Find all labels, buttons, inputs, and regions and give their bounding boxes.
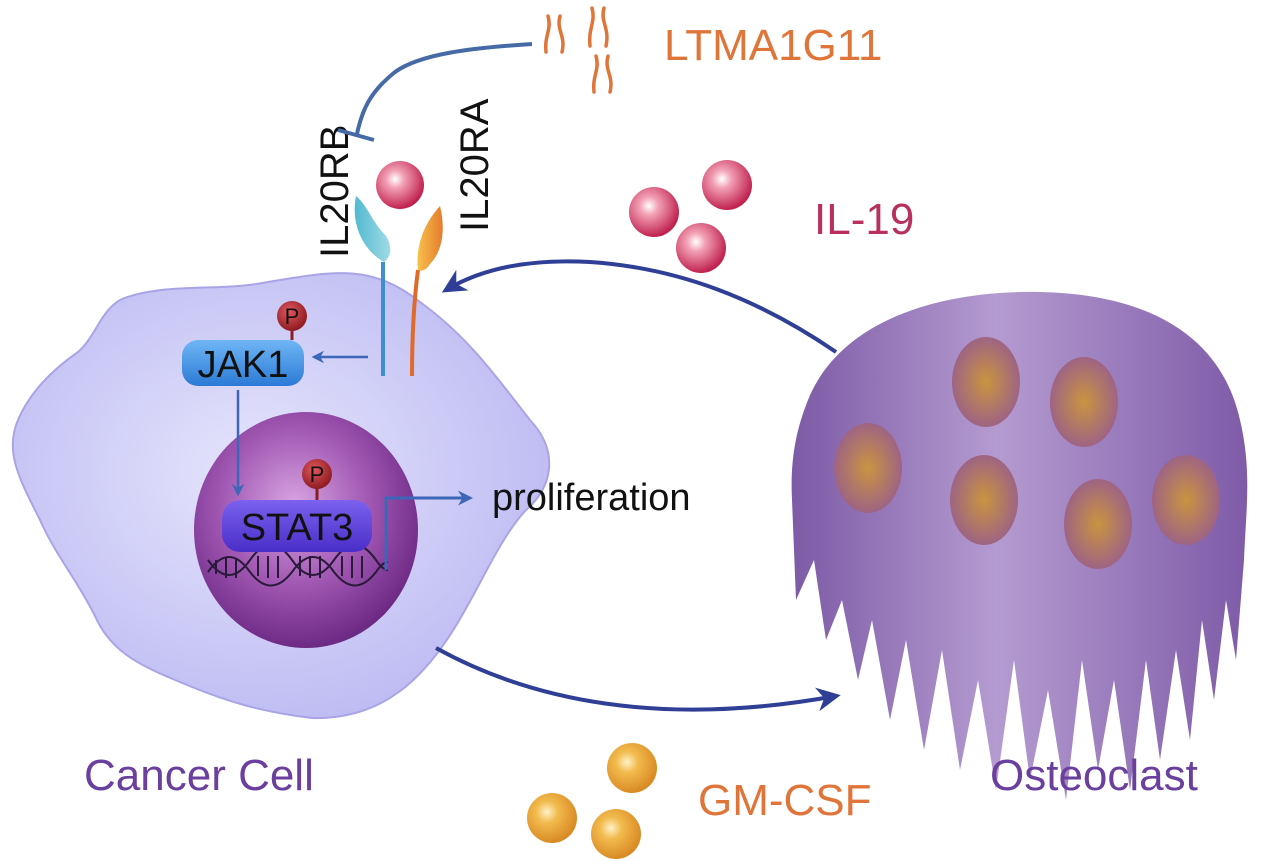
il19-label: IL-19 — [814, 195, 914, 244]
il20ra-label: IL20RA — [453, 98, 497, 232]
osteoclast-nucleus-4 — [950, 455, 1018, 545]
jak1-label: JAK1 — [198, 344, 289, 386]
antibody-inhibition-line — [355, 42, 533, 135]
il19-bound-ball — [376, 161, 424, 209]
gmcsf-ball-1 — [607, 743, 657, 793]
osteoclast-to-cancer-arrow — [441, 259, 838, 354]
osteoclast-nucleus-2 — [1050, 357, 1118, 447]
il19-ball-3 — [676, 223, 726, 273]
antibody-icon — [543, 6, 613, 94]
osteoclast-body — [791, 291, 1248, 800]
il20rb-receptor — [354, 196, 391, 376]
osteoclast-nucleus-6 — [1152, 455, 1220, 545]
osteoclast-nucleus-3 — [834, 423, 902, 513]
ltma1g11-label: LTMA1G11 — [664, 21, 882, 70]
osteoclast-label: Osteoclast — [990, 751, 1198, 800]
jak1-phospho-label: P — [285, 304, 300, 329]
jak1-box — [182, 340, 304, 386]
osteoclast-nucleus-5 — [1064, 479, 1132, 569]
gmcsf-ball-3 — [591, 809, 641, 859]
osteoclast-nucleus-1 — [952, 337, 1020, 427]
cancer-cell-label: Cancer Cell — [84, 751, 314, 800]
stat3-phospho-ball — [302, 459, 332, 489]
stat3-label: STAT3 — [241, 507, 354, 549]
proliferation-label: proliferation — [492, 477, 691, 519]
il20ra-receptor — [410, 206, 443, 377]
il19-ball-2 — [702, 160, 752, 210]
inhibition-bar — [337, 128, 375, 142]
il20rb-label: IL20RB — [313, 125, 357, 258]
dna-to-proliferation-arrow — [384, 490, 473, 570]
cancer-to-osteoclast-arrow — [435, 646, 841, 712]
gmcsf-label: GM-CSF — [698, 776, 872, 825]
jak1-phospho-ball — [277, 301, 307, 331]
dna-icon — [207, 544, 389, 587]
gmcsf-ball-2 — [527, 793, 577, 843]
stat3-phospho-label: P — [310, 462, 325, 487]
il19-ball-1 — [629, 187, 679, 237]
stat3-box — [222, 500, 372, 552]
